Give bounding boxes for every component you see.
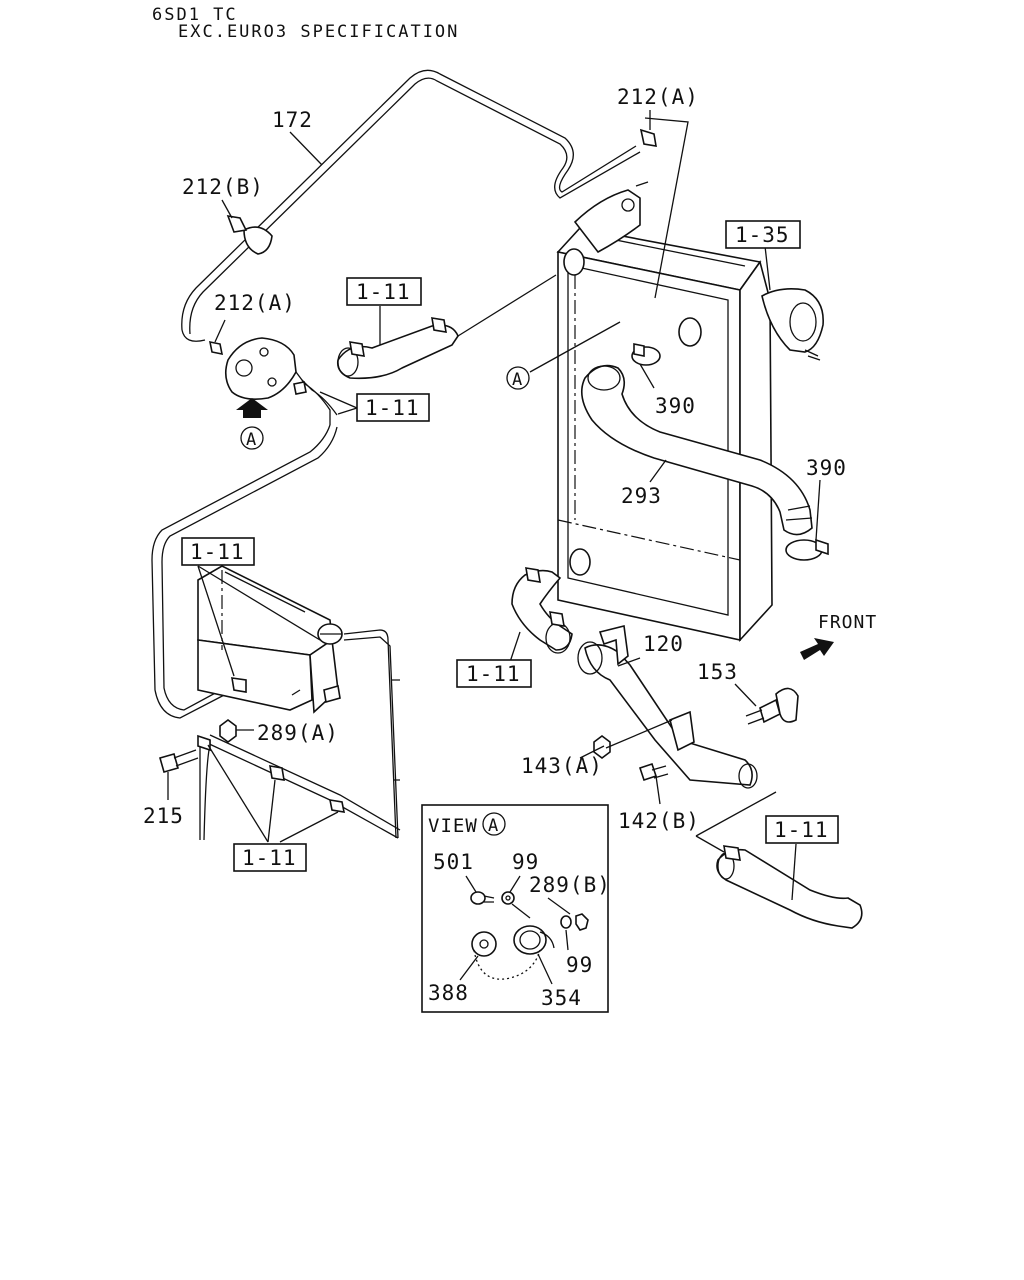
label-153: 153 <box>697 660 738 684</box>
bolt-215 <box>159 749 199 773</box>
ref-box-1-11-hose-top[interactable]: 1-11 <box>346 277 422 306</box>
label-99-top: 99 <box>512 850 539 874</box>
svg-text:1-11: 1-11 <box>774 818 829 842</box>
ref-box-1-11-lower[interactable]: 1-11 <box>456 659 532 688</box>
view-a-marker: A <box>488 816 498 836</box>
marker-a-pump: A <box>240 426 264 450</box>
hose-pump-to-tank <box>151 424 338 719</box>
svg-text:1-11: 1-11 <box>356 280 411 304</box>
header-spec: EXC.EURO3 SPECIFICATION <box>178 22 460 42</box>
leader-lines <box>167 110 821 901</box>
hose-172 <box>181 69 641 342</box>
hose-lower-right <box>716 845 863 929</box>
water-pump <box>208 337 338 425</box>
nut-289a <box>219 719 237 743</box>
svg-text:1-11: 1-11 <box>190 540 245 564</box>
clamp-212a-top <box>639 128 657 147</box>
tube-overflow <box>343 629 400 839</box>
tube-lower-left <box>197 734 401 841</box>
thermostat-housing <box>761 288 824 361</box>
ref-box-1-11-pump[interactable]: 1-11 <box>356 393 430 422</box>
view-a-title: VIEW <box>428 815 478 837</box>
hose-lower <box>511 567 573 654</box>
label-143a: 143(A) <box>521 754 603 778</box>
label-354: 354 <box>541 986 582 1010</box>
svg-text:1-11: 1-11 <box>466 662 521 686</box>
label-501: 501 <box>433 850 474 874</box>
view-a-inset: VIEW A 501 99 289(B) 99 388 354 <box>421 804 611 1013</box>
label-120: 120 <box>643 632 684 656</box>
svg-text:A: A <box>246 430 256 450</box>
ref-box-1-35[interactable]: 1-35 <box>725 220 801 249</box>
label-212b: 212(B) <box>182 175 264 199</box>
reservoir-tank <box>197 565 343 714</box>
clamp-212b <box>226 214 248 233</box>
svg-text:A: A <box>512 370 522 390</box>
ref-box-1-11-tank[interactable]: 1-11 <box>181 537 255 566</box>
label-99-bottom: 99 <box>566 953 593 977</box>
label-215: 215 <box>143 804 184 828</box>
label-front: FRONT <box>818 612 877 633</box>
clamp-390-b <box>785 538 829 561</box>
label-388: 388 <box>428 981 469 1005</box>
hose-293 <box>580 364 813 536</box>
pipe-120 <box>577 625 758 789</box>
marker-a-radiator: A <box>506 366 530 390</box>
label-172: 172 <box>272 108 313 132</box>
label-390-b: 390 <box>806 456 847 480</box>
header-model: 6SD1 TC <box>152 5 238 25</box>
ref-box-1-11-bottom-right[interactable]: 1-11 <box>765 815 839 844</box>
label-289b: 289(B) <box>529 873 611 897</box>
ref-box-1-11-bottom-left[interactable]: 1-11 <box>233 843 307 872</box>
label-212a-mid: 212(A) <box>214 291 296 315</box>
svg-text:1-35: 1-35 <box>735 223 790 247</box>
sensor-153 <box>745 687 799 725</box>
svg-text:1-11: 1-11 <box>242 846 297 870</box>
bolt-142b <box>638 762 669 782</box>
label-390-a: 390 <box>655 394 696 418</box>
label-212a-top: 212(A) <box>617 85 699 109</box>
clamp-390-a <box>631 343 661 366</box>
svg-text:1-11: 1-11 <box>365 396 420 420</box>
front-arrow-icon <box>800 638 834 660</box>
arrow-view-a <box>236 398 268 418</box>
label-289a: 289(A) <box>257 721 339 745</box>
label-293: 293 <box>621 484 662 508</box>
hose-upper-inlet <box>336 317 459 380</box>
label-142b: 142(B) <box>618 809 700 833</box>
